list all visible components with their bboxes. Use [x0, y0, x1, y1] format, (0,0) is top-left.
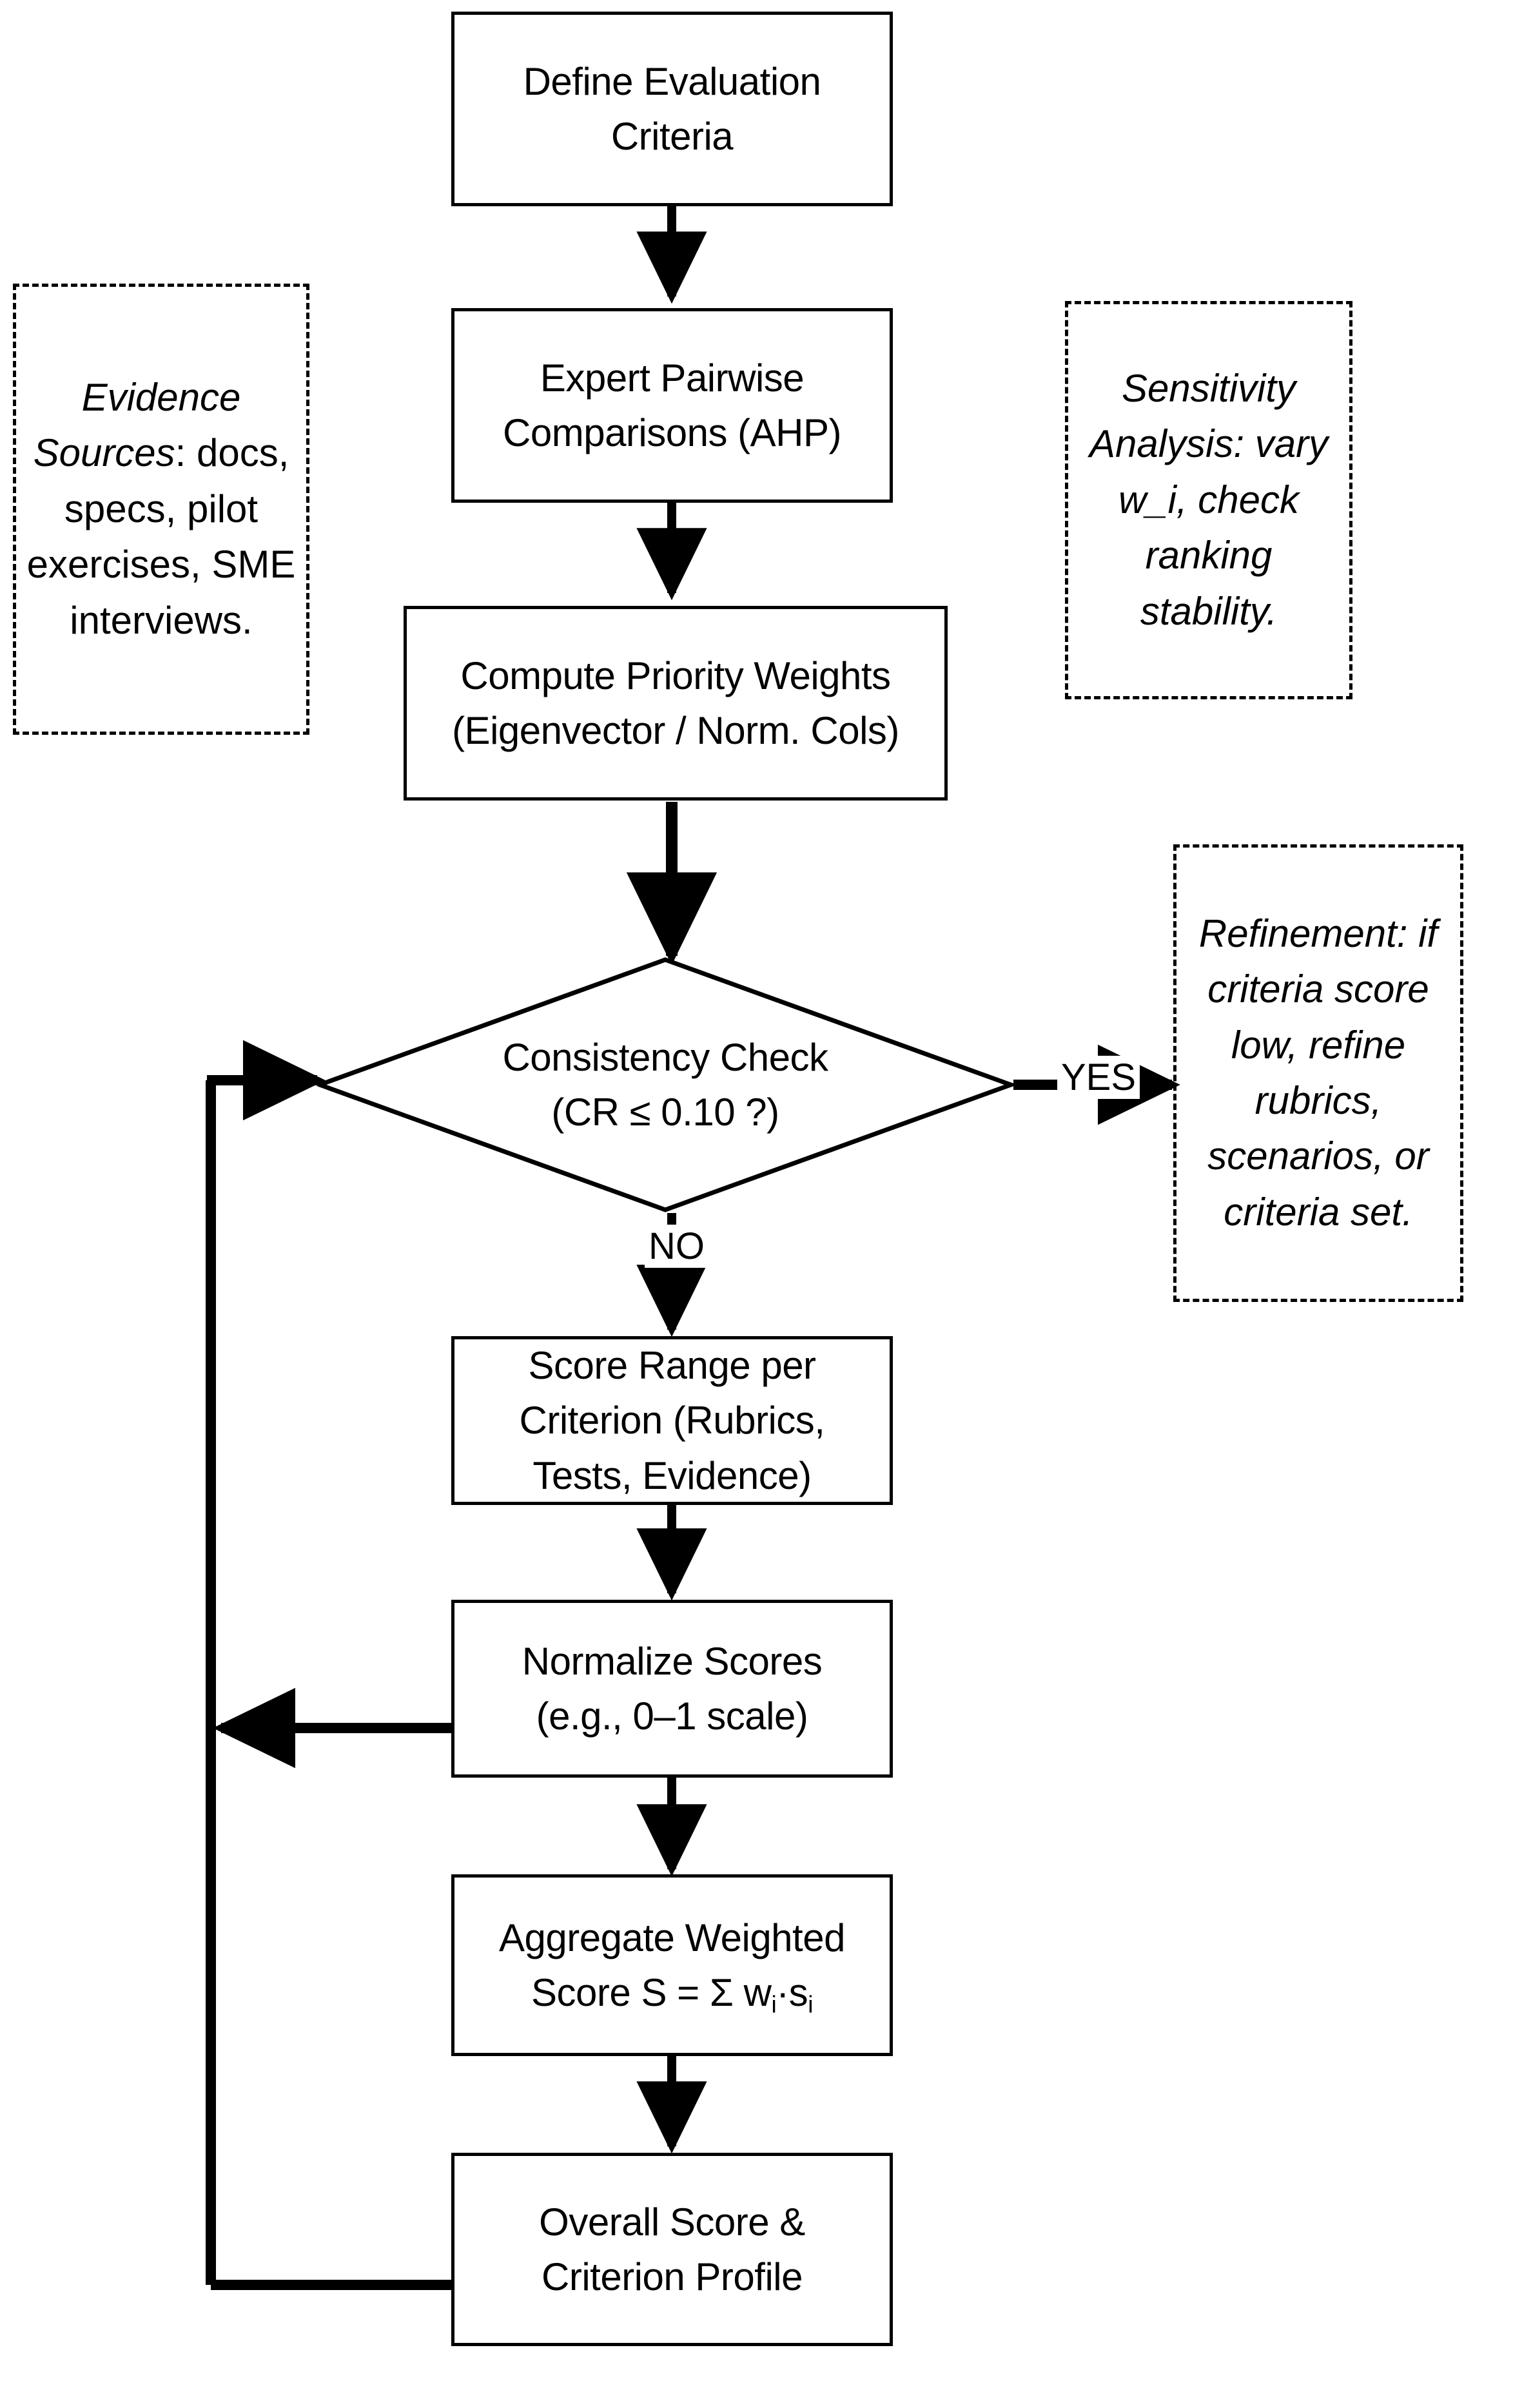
node-define-evaluation-criteria-label: Define Evaluation Criteria: [523, 59, 821, 158]
note-evidence-sources: Evidence Sources: docs, specs, pilot exe…: [13, 284, 309, 735]
node-overall-score-criterion-profile[interactable]: Overall Score & Criterion Profile: [451, 2153, 893, 2346]
node-expert-pairwise-comparisons-label: Expert Pairwise Comparisons (AHP): [503, 356, 841, 454]
node-overall-score-criterion-profile-label: Overall Score & Criterion Profile: [539, 2200, 805, 2298]
aggregate-formula-part-1: Score S = Σ w: [531, 1971, 772, 2014]
note-evidence-sources-text: Evidence Sources: docs, specs, pilot exe…: [16, 370, 306, 648]
node-normalize-scores[interactable]: Normalize Scores (e.g., 0–1 scale): [451, 1600, 893, 1778]
note-sensitivity-analysis: Sensitivity Analysis: vary w_i, check ra…: [1065, 301, 1352, 699]
aggregate-line-1: Aggregate Weighted: [499, 1916, 845, 1959]
node-expert-pairwise-comparisons[interactable]: Expert Pairwise Comparisons (AHP): [451, 308, 893, 503]
note-evidence-sources-lead: Evidence Sources: [33, 376, 241, 475]
node-define-evaluation-criteria[interactable]: Define Evaluation Criteria: [451, 12, 893, 206]
node-consistency-check[interactable]: Consistency Check (CR ≤ 0.10 ?): [317, 957, 1013, 1212]
note-refinement: Refinement: if criteria score low, refin…: [1173, 844, 1463, 1302]
diamond-shape: [317, 957, 1013, 1212]
node-normalize-scores-label: Normalize Scores (e.g., 0–1 scale): [522, 1639, 823, 1738]
edge-label-no: NO: [645, 1225, 708, 1268]
aggregate-subscript-2: i: [808, 1990, 813, 2018]
node-score-range-per-criterion[interactable]: Score Range per Criterion (Rubrics, Test…: [451, 1336, 893, 1505]
node-compute-priority-weights-label: Compute Priority Weights (Eigenvector / …: [452, 654, 899, 752]
note-refinement-text: Refinement: if criteria score low, refin…: [1198, 911, 1438, 1234]
node-score-range-per-criterion-label: Score Range per Criterion (Rubrics, Test…: [519, 1344, 825, 1497]
edge-label-yes: YES: [1057, 1056, 1140, 1099]
aggregate-formula-part-2: ·s: [776, 1971, 808, 2014]
note-evidence-sources-body: : docs, specs, pilot exercises, SME inte…: [26, 431, 296, 642]
aggregate-subscript-1: i: [771, 1990, 777, 2018]
node-compute-priority-weights[interactable]: Compute Priority Weights (Eigenvector / …: [404, 606, 948, 801]
note-sensitivity-analysis-text: Sensitivity Analysis: vary w_i, check ra…: [1089, 367, 1329, 633]
